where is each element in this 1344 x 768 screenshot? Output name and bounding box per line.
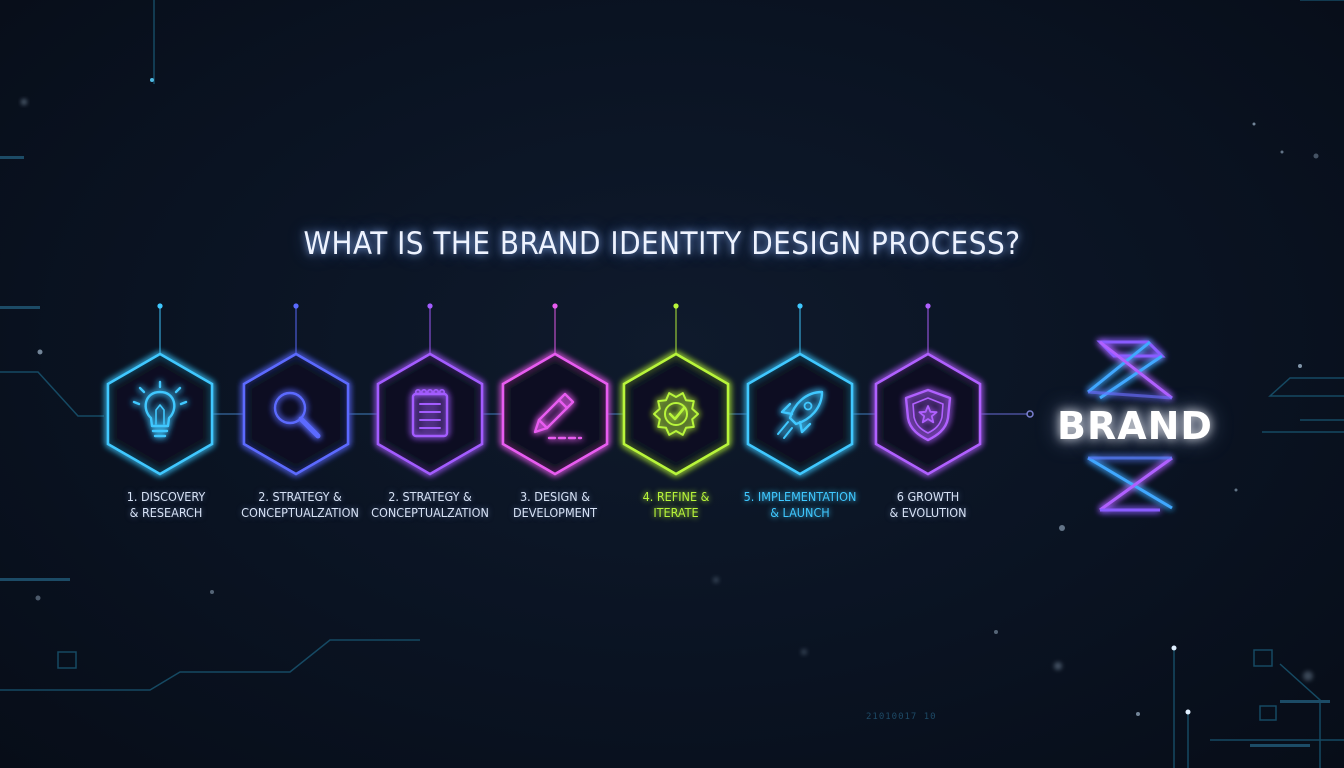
- step-label-5: 4. REFINE &ITERATE: [596, 489, 756, 521]
- step-hexagon: [242, 352, 350, 476]
- step-label-6: 5. IMPLEMENTATION& LAUNCH: [720, 489, 880, 521]
- brand-logo-icon: [1087, 340, 1173, 512]
- step-label-line2: DEVELOPMENT: [512, 505, 598, 520]
- step-label-line2: & RESEARCH: [129, 505, 203, 520]
- step-label-line1: 1. DISCOVERY: [126, 489, 206, 504]
- rocket-icon: [777, 390, 824, 439]
- step-label-2: 2. STRATEGY &CONCEPTUALZATION: [220, 489, 380, 521]
- step-label-4: 3. DESIGN &DEVELOPMENT: [475, 489, 635, 521]
- pencil-icon: [533, 392, 583, 440]
- step-hexagon: [376, 352, 484, 476]
- step-label-line2: & EVOLUTION: [889, 505, 967, 520]
- process-step-3: [376, 303, 484, 476]
- pin-dot: [293, 303, 299, 309]
- process-step-1: [106, 303, 214, 476]
- gear-check-icon: [653, 392, 699, 436]
- step-hexagon: [622, 352, 730, 476]
- step-label-3: 2. STRATEGY &CONCEPTUALZATION: [350, 489, 510, 521]
- step-label-line2: & LAUNCH: [770, 505, 830, 520]
- step-label-line2: CONCEPTUALZATION: [371, 505, 489, 520]
- step-label-line1: 3. DESIGN &: [520, 489, 590, 504]
- magnifier-icon: [273, 391, 321, 439]
- process-step-6: [746, 303, 854, 476]
- pin-dot: [673, 303, 679, 309]
- step-label-line2: CONCEPTUALZATION: [241, 505, 359, 520]
- step-connectors: [211, 410, 1034, 418]
- step-label-1: 1. DISCOVERY& RESEARCH: [86, 489, 246, 521]
- pin-dot: [157, 303, 163, 309]
- process-step-7: [874, 303, 982, 476]
- shield-star-icon: [904, 388, 952, 442]
- step-hexagon: [874, 352, 982, 476]
- step-label-line2: ITERATE: [653, 505, 699, 520]
- pin-dot: [797, 303, 803, 309]
- pin-dot: [925, 303, 931, 309]
- page-title: WHAT IS THE BRAND IDENTITY DESIGN PROCES…: [303, 226, 1021, 262]
- brand-wordmark: BRAND: [1057, 404, 1213, 448]
- binary-text: 21010017 10: [866, 712, 937, 722]
- step-label-line1: 5. IMPLEMENTATION: [743, 489, 857, 504]
- step-hexagon: [746, 352, 854, 476]
- pin-dot: [427, 303, 433, 309]
- lightbulb-icon: [132, 380, 188, 438]
- step-label-line1: 2. STRATEGY &: [388, 489, 472, 504]
- step-label-7: 6 GROWTH& EVOLUTION: [848, 489, 1008, 521]
- pin-dot: [552, 303, 558, 309]
- step-label-line1: 6 GROWTH: [896, 489, 960, 504]
- step-hexagon: [106, 352, 214, 476]
- notepad-icon: [411, 388, 449, 438]
- step-label-line1: 2. STRATEGY &: [258, 489, 342, 504]
- process-step-5: [622, 303, 730, 476]
- connector-end-node: [1026, 410, 1034, 418]
- process-step-2: [242, 303, 350, 476]
- step-label-line1: 4. REFINE &: [642, 489, 710, 504]
- process-step-4: [501, 303, 609, 476]
- step-hexagon: [501, 352, 609, 476]
